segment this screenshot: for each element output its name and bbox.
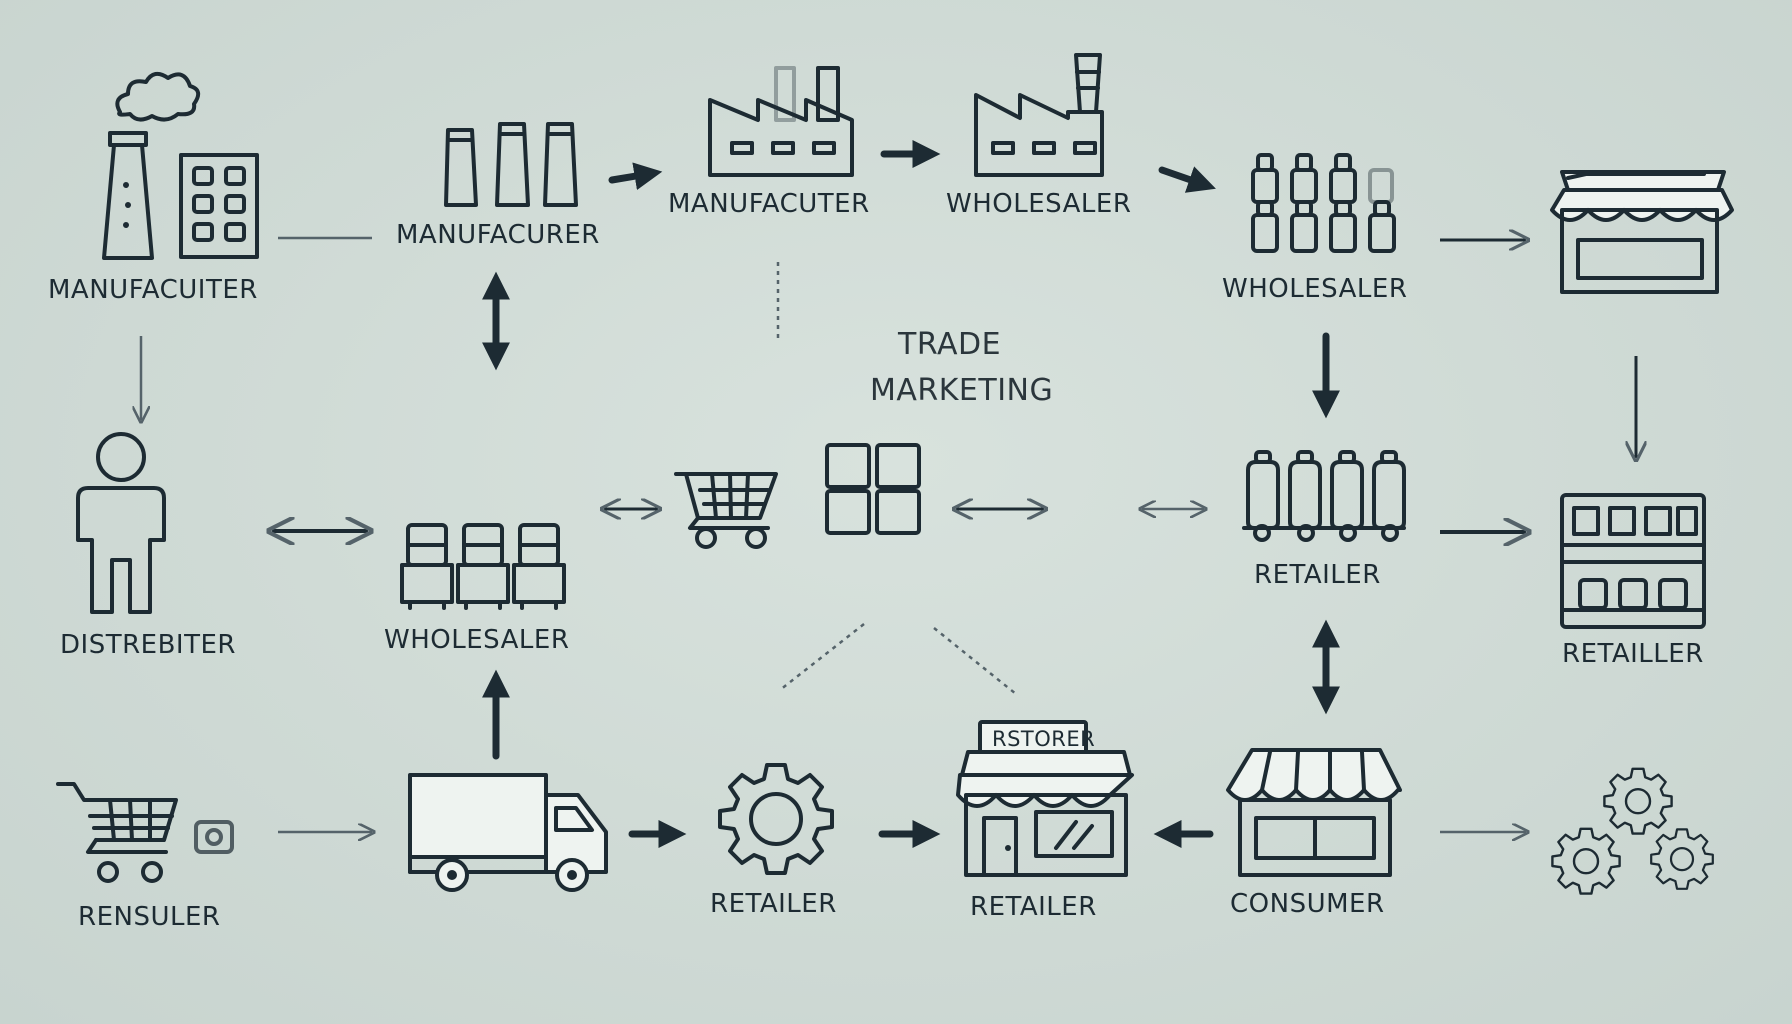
label-consumer: CONSUMER — [1230, 889, 1385, 919]
arrow-connector — [779, 623, 865, 691]
factory-smoke-icon — [102, 71, 201, 260]
label-retailer-store: RETAILER — [970, 892, 1097, 922]
label-rensuler: RENSULER — [78, 902, 220, 932]
label-manufacturer-mid: MANUFACURER — [396, 220, 600, 250]
truck-icon — [408, 773, 608, 892]
label-store-sign: RSTORER — [992, 727, 1095, 751]
bottle-cart-icon — [1242, 450, 1406, 542]
arrow-connector — [933, 627, 1017, 695]
gears-icon — [1551, 767, 1714, 895]
factory-chimney-icon — [974, 53, 1104, 177]
label-retailer-far-right: RETAILLER — [1562, 639, 1704, 669]
label-marketing: MARKETING — [870, 373, 1053, 408]
shopping-cart-icon — [674, 472, 778, 549]
boxes-icon — [825, 443, 921, 535]
label-retailer-gear: RETAILER — [710, 889, 837, 919]
label-wholesaler-center: WHOLESALER — [384, 625, 569, 655]
person-icon — [76, 432, 166, 614]
shopping-cart-small-icon — [56, 782, 234, 883]
building-icon — [179, 153, 259, 259]
label-trade: TRADE — [897, 327, 1001, 362]
bottles-icon — [1251, 153, 1396, 253]
label-retailer-mid-right: RETAILER — [1254, 560, 1381, 590]
gear-icon — [718, 763, 834, 875]
crates-icon — [400, 523, 566, 610]
storefront-icon — [1550, 170, 1734, 294]
factory-icon — [708, 66, 854, 177]
arrow-connector — [1158, 166, 1216, 193]
arrows — [141, 140, 1636, 848]
store-icon — [956, 720, 1134, 877]
label-manufacturer-top: MANUFACUTER — [668, 189, 870, 219]
label-wholesaler-right: WHOLESALER — [1222, 274, 1407, 304]
arrow-connector — [608, 162, 663, 191]
silos-icon — [444, 122, 578, 207]
label-distributer: DISTREBITER — [60, 630, 236, 660]
label-manufacturer-left: MANUFACUITER — [48, 275, 258, 305]
label-wholesaler-top: WHOLESALER — [946, 189, 1131, 219]
shelf-icon — [1560, 493, 1706, 629]
shop-icon — [1226, 748, 1402, 877]
